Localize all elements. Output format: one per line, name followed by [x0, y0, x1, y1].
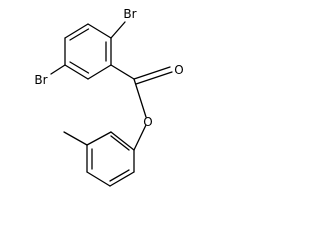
atom-label-o-carbonyl: O — [174, 63, 183, 77]
bond — [87, 23, 112, 39]
bond — [64, 64, 89, 80]
bond-carbonyl-oxygen — [133, 78, 147, 118]
bond — [87, 64, 112, 80]
bond — [86, 131, 112, 146]
atom-label-br-left: Br — [34, 73, 47, 87]
double-bond-carbonyl — [135, 71, 173, 85]
dibromophenyl-ring — [64, 23, 112, 80]
structure-diagram: Br Br O O — [34, 7, 184, 187]
bond-ring-carbonyl — [110, 64, 135, 80]
atom-label-br-top: Br — [123, 7, 136, 21]
atom-label-o-ester: O — [143, 115, 152, 129]
bond — [64, 23, 89, 39]
double-bond-carbonyl — [133, 66, 171, 80]
double-bond-inner — [69, 61, 90, 74]
bond-c-br-top — [110, 21, 126, 39]
bond — [109, 171, 135, 187]
bond-oxygen-ring — [133, 124, 147, 151]
bond-methyl — [63, 131, 88, 146]
double-bond-inner — [69, 28, 90, 41]
bond — [86, 171, 111, 187]
bond — [110, 131, 135, 151]
double-bond-inner — [110, 135, 130, 151]
methylphenyl-ring — [86, 131, 135, 187]
double-bond-inner — [109, 169, 130, 182]
bond-c-br-left — [50, 64, 66, 75]
